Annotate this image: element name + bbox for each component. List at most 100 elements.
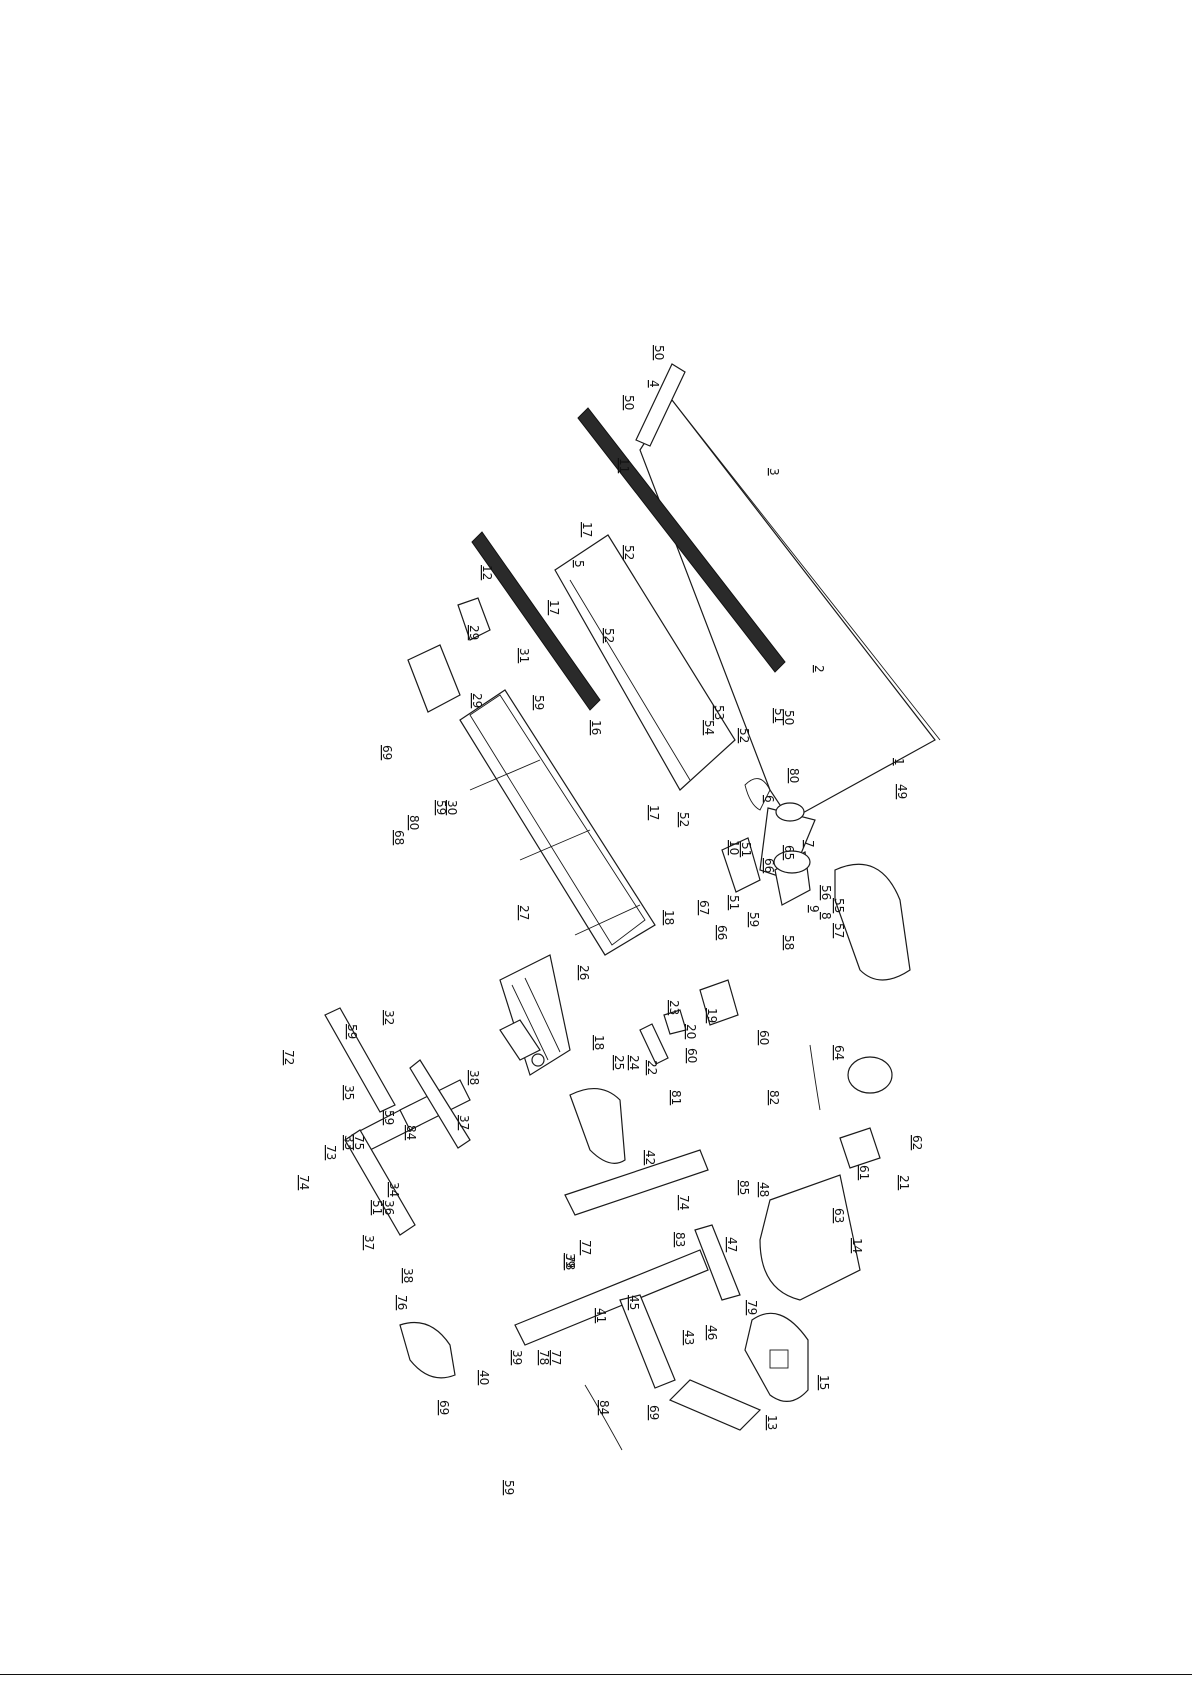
- part-label-p36: 36: [382, 1200, 396, 1215]
- part-label-p84b: 84: [597, 1400, 611, 1415]
- safety-key-bottle: [847, 1056, 893, 1094]
- part-label-p52a: 52: [622, 545, 636, 560]
- cable-lower: [584, 1384, 623, 1451]
- part-label-p7: 7: [802, 840, 816, 848]
- part-label-p24: 24: [627, 1055, 641, 1070]
- part-label-p34: 34: [387, 1182, 401, 1197]
- part-label-p74b: 74: [677, 1195, 691, 1210]
- part-label-p83: 83: [673, 1232, 687, 1247]
- part-label-p73: 73: [324, 1145, 338, 1160]
- part-label-p55: 55: [832, 898, 846, 913]
- part-label-p45: 45: [627, 1295, 641, 1310]
- part-label-p29b: 29: [470, 693, 484, 708]
- part-label-p37b: 37: [362, 1235, 376, 1250]
- part-label-p17c: 17: [647, 805, 661, 820]
- part-label-p15: 15: [817, 1375, 831, 1390]
- part-label-p65: 65: [782, 845, 796, 860]
- part-label-p17b: 17: [547, 600, 561, 615]
- upright-right: [564, 1149, 709, 1216]
- part-label-p51a: 51: [772, 708, 786, 723]
- part-label-p14: 14: [850, 1238, 864, 1253]
- part-label-p74a: 74: [297, 1175, 311, 1190]
- page-bottom-rule: [0, 1674, 1192, 1675]
- part-label-p78a: 78: [563, 1255, 577, 1270]
- handrail: [668, 1379, 762, 1431]
- part-label-p43: 43: [682, 1330, 696, 1345]
- part-label-p2: 2: [812, 665, 826, 673]
- part-label-p32: 32: [382, 1010, 396, 1025]
- part-label-p67: 67: [697, 900, 711, 915]
- part-label-p30: 30: [445, 800, 459, 815]
- part-label-p46: 46: [705, 1325, 719, 1340]
- part-number-labels: 1234567891011121314151617171718181920212…: [282, 345, 924, 1495]
- part-label-p26: 26: [577, 965, 591, 980]
- part-label-p29a: 29: [467, 625, 481, 640]
- part-label-p50a: 50: [652, 345, 666, 360]
- part-label-p51d: 51: [370, 1200, 384, 1215]
- part-label-p78b: 78: [537, 1350, 551, 1365]
- motor-bracket: [721, 837, 761, 893]
- part-label-p31: 31: [517, 648, 531, 663]
- part-label-p16: 16: [589, 720, 603, 735]
- part-label-p8: 8: [819, 912, 833, 920]
- part-label-p79: 79: [745, 1300, 759, 1315]
- part-label-p25: 25: [612, 1055, 626, 1070]
- part-label-p33: 33: [342, 1135, 356, 1150]
- part-label-p62: 62: [910, 1135, 924, 1150]
- part-label-p1: 1: [892, 758, 906, 766]
- part-label-p68: 68: [392, 830, 406, 845]
- front-cover: [569, 1088, 626, 1164]
- part-label-p57: 57: [832, 923, 846, 938]
- part-label-p48: 48: [757, 1182, 771, 1197]
- rear-roller: [635, 363, 686, 447]
- console-base: [759, 1174, 861, 1301]
- part-label-p59f: 59: [502, 1480, 516, 1495]
- part-label-p52b: 52: [602, 628, 616, 643]
- base-frame: [344, 1059, 471, 1236]
- console-display: [744, 1312, 809, 1402]
- motor-cover-plate: [499, 954, 571, 1076]
- cable-upper: [809, 1044, 821, 1111]
- part-label-p63: 63: [832, 1208, 846, 1223]
- part-label-p49: 49: [895, 784, 909, 799]
- part-label-p42: 42: [643, 1150, 657, 1165]
- part-label-p52c: 52: [737, 728, 751, 743]
- cross-tube: [324, 1007, 396, 1113]
- part-label-p59e: 59: [382, 1110, 396, 1125]
- part-label-p6: 6: [762, 795, 776, 803]
- part-label-p77a: 77: [579, 1240, 593, 1255]
- part-label-p19: 19: [705, 1008, 719, 1023]
- small-bracket: [663, 1009, 687, 1035]
- part-label-p5: 5: [572, 560, 586, 568]
- part-label-p17a: 17: [580, 522, 594, 537]
- control-board: [839, 1127, 881, 1169]
- part-label-p69c: 69: [647, 1405, 661, 1420]
- part-label-p12: 12: [480, 565, 494, 580]
- part-label-p38a: 38: [467, 1070, 481, 1085]
- part-label-p10: 10: [727, 840, 741, 855]
- part-label-p66b: 66: [715, 925, 729, 940]
- part-label-p69b: 69: [437, 1400, 451, 1415]
- part-label-p37a: 37: [457, 1115, 471, 1130]
- roller-foot: [499, 1019, 541, 1061]
- part-label-p61: 61: [857, 1165, 871, 1180]
- part-label-p21: 21: [897, 1175, 911, 1190]
- part-label-p22: 22: [645, 1060, 659, 1075]
- part-label-p59c: 59: [747, 912, 761, 927]
- part-label-p60a: 60: [757, 1030, 771, 1045]
- part-label-p39a: 39: [563, 1253, 577, 1268]
- part-label-p64: 64: [832, 1045, 846, 1060]
- part-label-p59b: 59: [434, 800, 448, 815]
- part-label-p58: 58: [782, 935, 796, 950]
- part-label-p77b: 77: [549, 1350, 563, 1365]
- part-label-p59d: 59: [345, 1024, 359, 1039]
- side-cover: [399, 1321, 456, 1379]
- part-label-p27: 27: [517, 905, 531, 920]
- drive-motor: [773, 850, 811, 906]
- upright-left: [514, 1249, 709, 1346]
- part-label-p51c: 51: [727, 895, 741, 910]
- part-label-p53: 53: [712, 705, 726, 720]
- running-deck: [554, 534, 736, 791]
- part-label-p13: 13: [765, 1415, 779, 1430]
